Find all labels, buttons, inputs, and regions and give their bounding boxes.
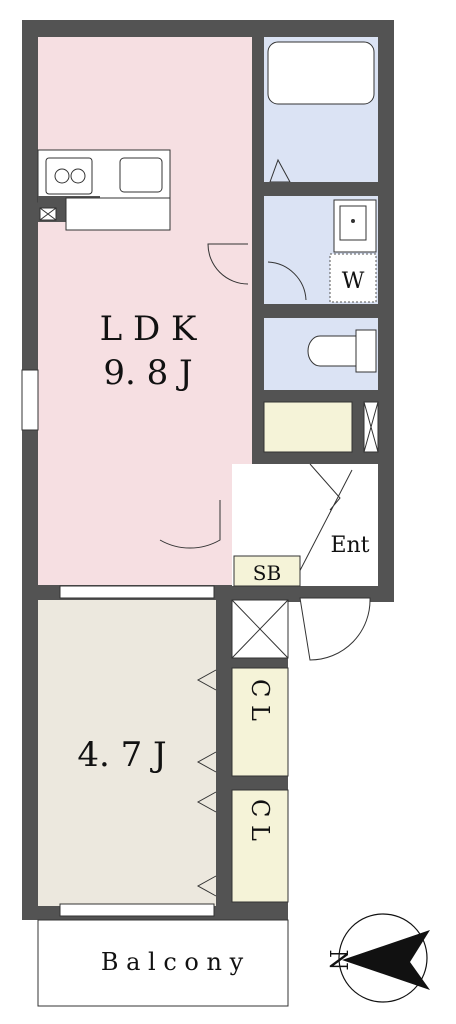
closet-doors bbox=[196, 669, 217, 897]
kitchen-counter bbox=[37, 149, 171, 231]
bedroom bbox=[38, 600, 216, 906]
shoe-box bbox=[233, 555, 301, 587]
bedroom-size-label: 4. 7 J bbox=[77, 735, 166, 775]
shoe-box-label: SB bbox=[253, 561, 281, 585]
washer-space bbox=[329, 253, 377, 303]
balcony-label: B a l c o n y bbox=[101, 948, 244, 976]
ldk-door-swing bbox=[159, 243, 249, 549]
window-bedroom bbox=[59, 585, 215, 599]
storage-box bbox=[263, 401, 353, 453]
north-label: N bbox=[324, 950, 352, 971]
bathtub bbox=[267, 41, 375, 105]
entrance-label: Ent bbox=[330, 533, 369, 558]
window-balcony bbox=[59, 903, 215, 917]
compass: N bbox=[324, 913, 430, 1003]
toilet bbox=[307, 335, 357, 367]
balcony bbox=[37, 919, 289, 1007]
ldk-size-label: 9. 8 J bbox=[103, 353, 192, 393]
window-left bbox=[21, 369, 39, 431]
ldk-name-label: L D K bbox=[100, 309, 197, 349]
washroom-label: W bbox=[342, 269, 365, 294]
closet-1 bbox=[231, 667, 289, 777]
closet-2-label: C L bbox=[246, 799, 274, 841]
ldk-room bbox=[38, 37, 252, 585]
closet-1-label: C L bbox=[246, 679, 274, 721]
closet-2 bbox=[231, 789, 289, 903]
